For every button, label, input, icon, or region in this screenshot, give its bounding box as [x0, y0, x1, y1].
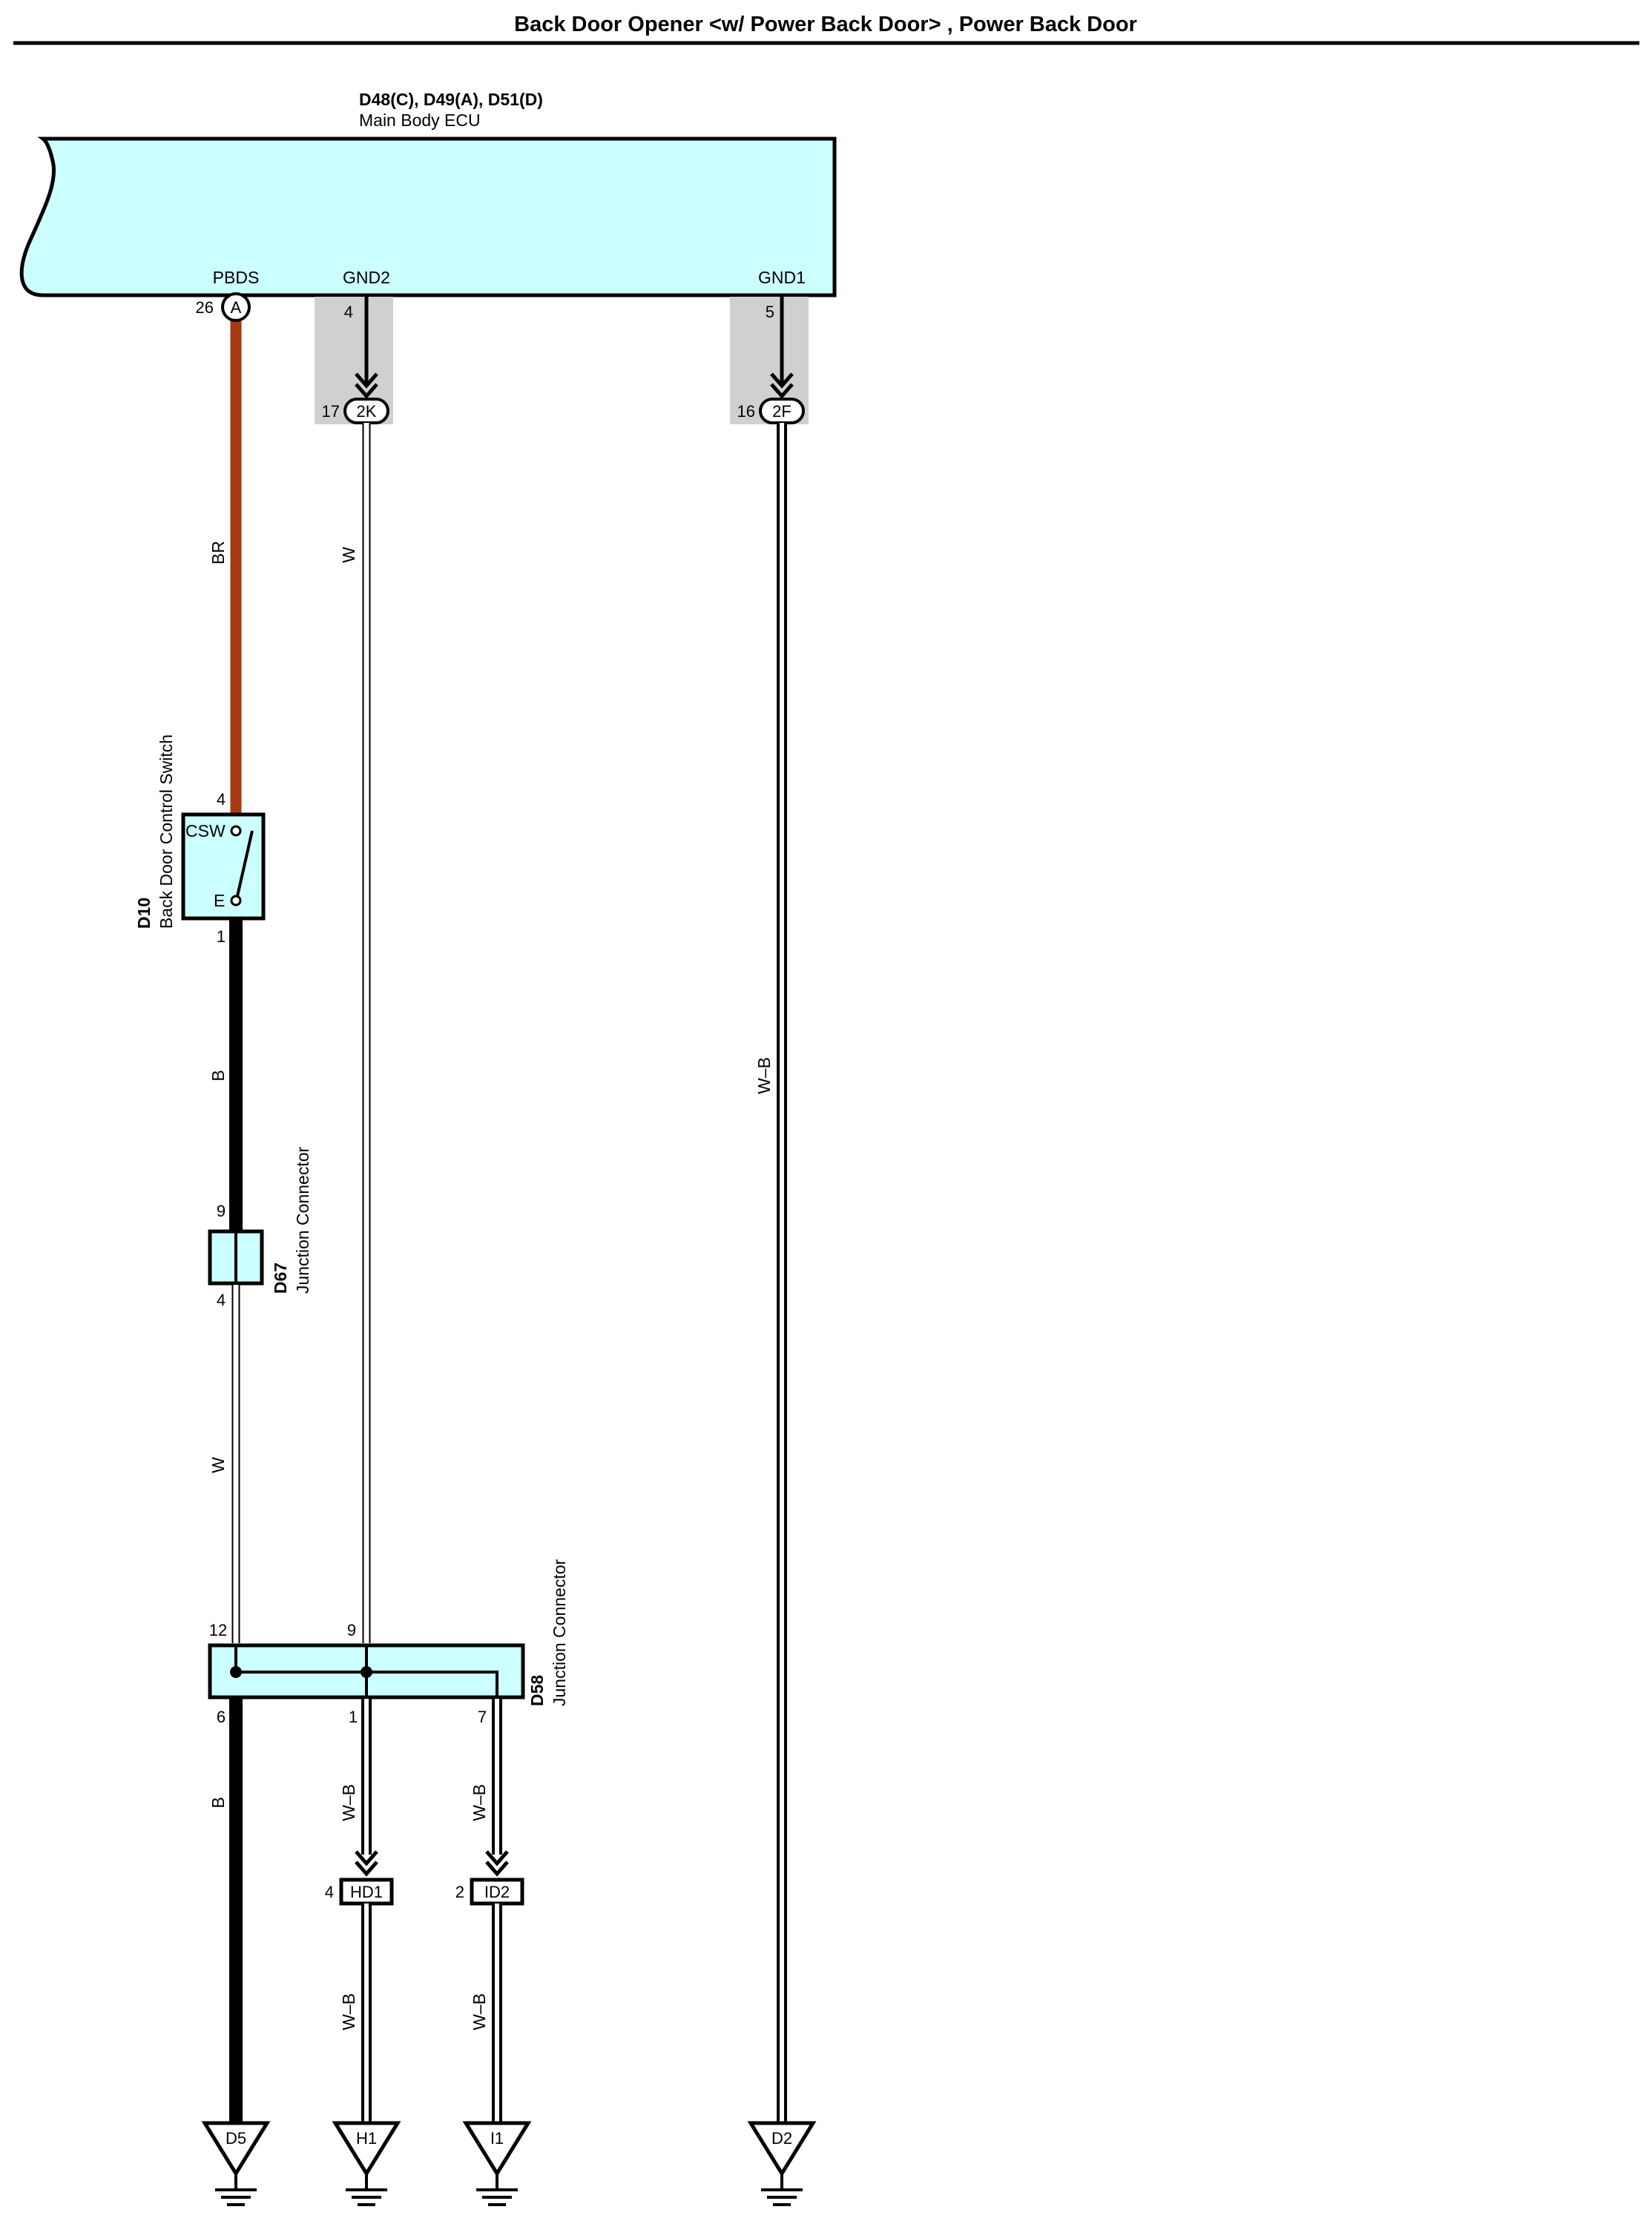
- wire-label-wb-1a: W–B: [339, 1784, 358, 1821]
- switch-name: Back Door Control Switch: [157, 734, 176, 929]
- ground-i1: [462, 2121, 532, 2206]
- d67-pin-4: 4: [217, 1291, 226, 1309]
- switch-contact-e: [230, 895, 242, 907]
- ground-d5: [201, 2121, 271, 2206]
- diagram-title: Back Door Opener <w/ Power Back Door> , …: [514, 13, 1137, 36]
- ground-d5-label: D5: [226, 2129, 246, 2148]
- wire-label-wb-7b: W–B: [470, 1993, 489, 2030]
- pin-label-gnd2: GND2: [343, 268, 390, 287]
- junction-2f-pin: 16: [737, 402, 755, 421]
- d58-code: D58: [527, 1675, 547, 1706]
- arrow-gnd1-2: [770, 383, 794, 399]
- d58-pin-12: 12: [209, 1621, 227, 1639]
- switch-pin-1: 1: [217, 927, 226, 946]
- arrow-id2-2: [485, 1860, 509, 1877]
- wire-label-b-upper: B: [208, 1070, 228, 1081]
- arrow-hd1-1: [355, 1850, 378, 1866]
- wire-label-wb-gnd1: W–B: [754, 1057, 774, 1094]
- pin-label-gnd1: GND1: [758, 268, 806, 287]
- wire-label-br: BR: [208, 541, 228, 565]
- ecu-name-label: Main Body ECU: [359, 111, 481, 130]
- ground-i1-label: I1: [490, 2129, 504, 2148]
- connector-hd1-pin: 4: [325, 1883, 334, 1901]
- ground-d2-label: D2: [771, 2129, 792, 2148]
- pin-number-5-gnd1: 5: [766, 303, 774, 321]
- d58-name: Junction Connector: [550, 1559, 569, 1706]
- d67-name: Junction Connector: [293, 1146, 312, 1294]
- junction-2k-pin: 17: [322, 402, 340, 421]
- d58-node-12: [230, 1666, 242, 1678]
- d58-pin-1: 1: [349, 1708, 358, 1726]
- switch-terminal-csw: CSW: [185, 821, 226, 840]
- main-body-ecu-box: [19, 136, 837, 297]
- arrow-id2-1: [485, 1850, 509, 1866]
- arrow-hd1-2: [355, 1860, 378, 1877]
- d58-pin-9: 9: [347, 1621, 356, 1639]
- junction-2f-label: 2F: [772, 402, 792, 421]
- d67-pin-9: 9: [217, 1202, 226, 1220]
- ground-d2: [747, 2121, 817, 2206]
- pin-number-4-gnd2: 4: [344, 303, 353, 321]
- d58-pin-7: 7: [478, 1708, 487, 1726]
- wire-label-w-lower: W: [208, 1457, 228, 1473]
- arrow-gnd2-2: [355, 383, 378, 399]
- wire-label-b-lower: B: [208, 1797, 228, 1808]
- arrow-gnd2-1: [355, 372, 378, 389]
- arrow-gnd1-1: [770, 372, 794, 389]
- ground-h1: [332, 2121, 401, 2206]
- switch-lever: [236, 830, 254, 897]
- pin-connector-a-label: A: [231, 298, 242, 317]
- switch-pin-4: 4: [217, 790, 226, 809]
- ecu-connectors-label: D48(C), D49(A), D51(D): [359, 90, 543, 109]
- connector-hd1-label: HD1: [350, 1883, 383, 1901]
- switch-contact-csw: [230, 825, 242, 837]
- connector-id2-pin: 2: [455, 1883, 464, 1901]
- d58-node-9: [361, 1666, 372, 1678]
- wire-label-wb-1b: W–B: [339, 1993, 358, 2030]
- pin-connector-a: [221, 292, 251, 322]
- switch-code: D10: [134, 898, 154, 929]
- wire-label-wb-7a: W–B: [470, 1784, 489, 1821]
- d67-code: D67: [271, 1263, 290, 1294]
- back-door-control-switch: [181, 812, 266, 921]
- junction-2k-label: 2K: [357, 402, 377, 421]
- d58-pin-6: 6: [217, 1708, 226, 1726]
- pin-label-pbds: PBDS: [213, 268, 260, 287]
- wire-label-w-gnd2: W: [339, 547, 358, 563]
- ground-h1-label: H1: [356, 2129, 377, 2148]
- connector-id2: [470, 1878, 524, 1906]
- pin-number-26: 26: [196, 298, 214, 317]
- switch-terminal-e: E: [214, 891, 225, 910]
- connector-id2-label: ID2: [484, 1883, 510, 1901]
